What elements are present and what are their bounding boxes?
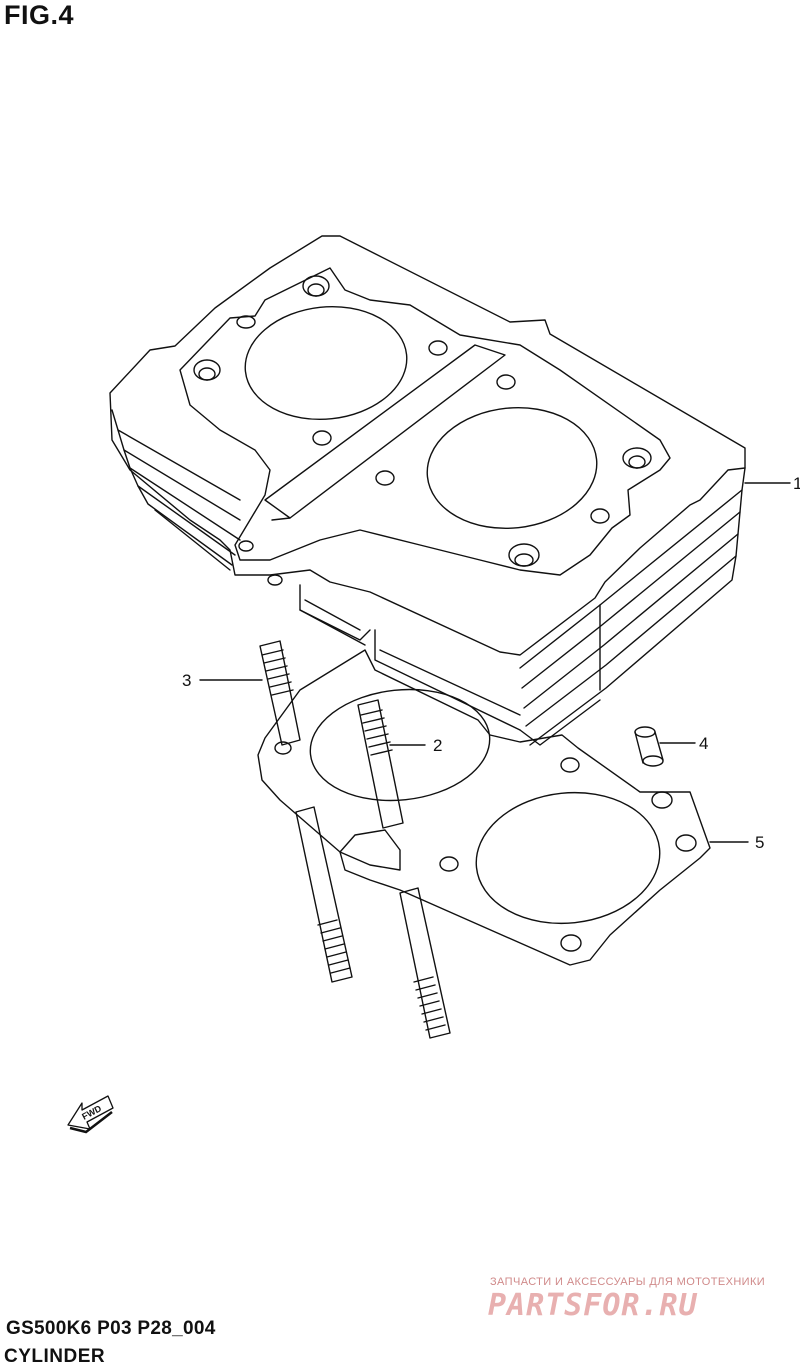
- cylinder-block: [109, 235, 746, 746]
- callout-5: 5: [755, 833, 764, 852]
- callout-3: 3: [182, 671, 191, 690]
- cylinder-base-gasket: [257, 649, 711, 966]
- stud-bolt: [357, 699, 451, 1039]
- callout-2: 2: [433, 736, 442, 755]
- diagram-name: CYLINDER: [4, 1346, 106, 1367]
- figure-title: FIG.4: [4, 0, 75, 30]
- callout-1: 1: [793, 474, 800, 493]
- dowel-pin: [634, 726, 664, 767]
- diagram-code: GS500K6 P03 P28_004: [6, 1318, 216, 1339]
- forward-arrow-icon: FWD: [67, 1095, 114, 1134]
- watermark-tagline: ЗАПЧАСТИ И АКСЕССУАРЫ ДЛЯ МОТОТЕХНИКИ: [490, 1276, 766, 1288]
- stud-bolt-long: [259, 640, 353, 983]
- watermark-logo: PARTSFOR.RU: [488, 1288, 698, 1323]
- callout-4: 4: [699, 734, 708, 753]
